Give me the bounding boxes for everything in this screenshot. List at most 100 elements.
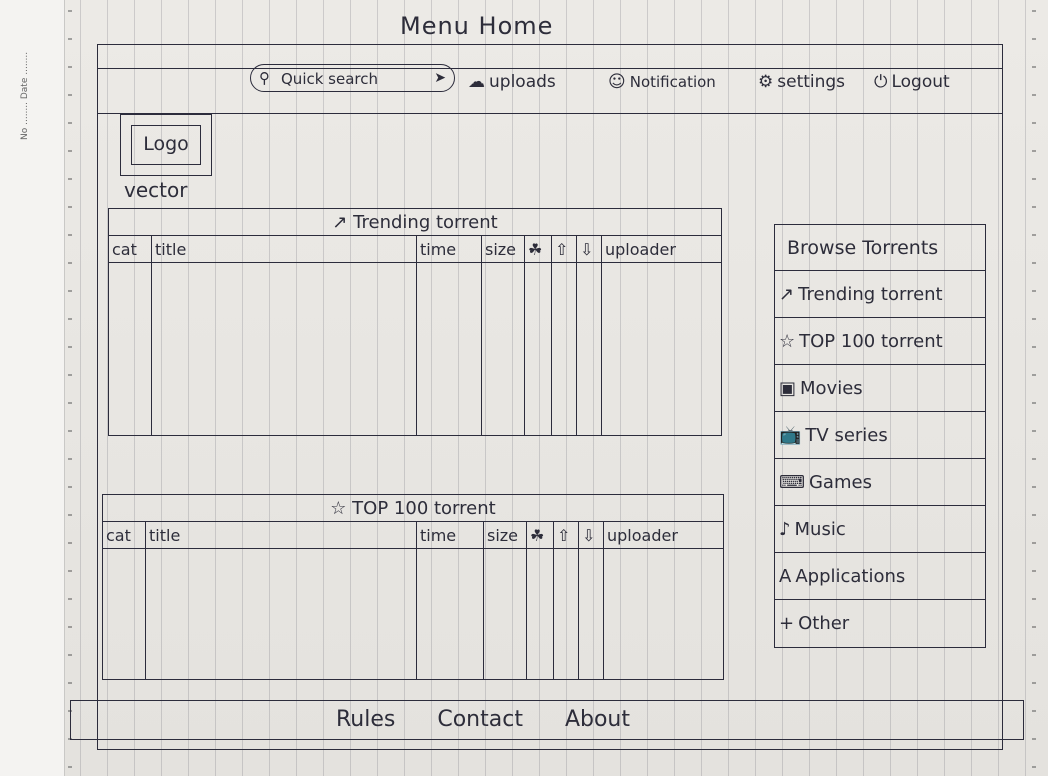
star-icon: ☆	[779, 330, 796, 352]
table-cell	[578, 548, 604, 680]
arrow-icon[interactable]: ➤	[434, 70, 446, 86]
col-uploader[interactable]: uploader	[603, 521, 724, 549]
paper-margin: No ........ Date ........	[0, 0, 65, 776]
col-cat[interactable]: cat	[102, 521, 146, 549]
date-label: Date	[20, 77, 30, 100]
footer-link-contact[interactable]: Contact	[437, 707, 523, 732]
trending-body-row	[108, 262, 722, 436]
col-time[interactable]: time	[416, 235, 482, 263]
sidebar-item-movies[interactable]: ▣ Movies	[775, 365, 985, 412]
sidebar-item-label: Trending torrent	[798, 283, 943, 305]
table-cell	[601, 262, 722, 436]
table-cell	[108, 262, 152, 436]
sidebar-item-label: Movies	[800, 377, 863, 399]
sidebar-item-games[interactable]: ⌨ Games	[775, 459, 985, 506]
search-input[interactable]: Quick search	[281, 70, 379, 88]
col-size[interactable]: size	[481, 235, 525, 263]
footer-link-about[interactable]: About	[564, 707, 630, 732]
arrow-up-icon[interactable]: ⇧	[553, 521, 579, 549]
logo-inner-frame	[131, 125, 201, 165]
star-icon: ☆	[330, 497, 347, 519]
seeders-icon[interactable]: ☘	[526, 521, 554, 549]
arrow-down-icon[interactable]: ⇩	[576, 235, 602, 263]
col-time[interactable]: time	[416, 521, 484, 549]
footer-link-rules[interactable]: Rules	[336, 707, 396, 732]
no-label: No	[20, 127, 30, 140]
search-icon: ⚲	[259, 69, 270, 87]
footer-links: Rules Contact About	[336, 707, 630, 732]
table-cell	[524, 262, 552, 436]
table-cell	[481, 262, 525, 436]
table-cell	[145, 548, 417, 680]
sidebar-item-label: TOP 100 torrent	[799, 330, 943, 352]
sidebar-item-trending[interactable]: ↗ Trending torrent	[775, 271, 985, 318]
arrow-up-icon[interactable]: ⇧	[551, 235, 577, 263]
sidebar-item-label: Applications	[795, 565, 906, 587]
sidebar-item-label: TV series	[805, 424, 888, 446]
settings-label: settings	[777, 72, 846, 92]
browse-sidebar: Browse Torrents ↗ Trending torrent ☆ TOP…	[774, 224, 986, 648]
table-cell	[151, 262, 417, 436]
table-cell	[603, 548, 724, 680]
footer: Rules Contact About	[70, 700, 1024, 740]
sidebar-item-label: Other	[798, 613, 850, 634]
sidebar-item-music[interactable]: ♪ Music	[775, 506, 985, 553]
sidebar-item-tv-series[interactable]: 📺 TV series	[775, 412, 985, 459]
trending-caption-text: Trending torrent	[353, 211, 498, 233]
table-cell	[553, 548, 579, 680]
col-title[interactable]: title	[145, 521, 417, 549]
table-cell	[102, 548, 146, 680]
film-icon: ▣	[779, 377, 797, 399]
sidebar-item-top100[interactable]: ☆ TOP 100 torrent	[775, 318, 985, 365]
sidebar-item-label: Music	[794, 518, 846, 540]
logout-link[interactable]: ⏻ Logout	[874, 72, 950, 92]
arrow-down-icon[interactable]: ⇩	[578, 521, 604, 549]
page-title: Menu Home	[400, 12, 554, 40]
col-uploader[interactable]: uploader	[601, 235, 722, 263]
binding-dots-left	[68, 10, 72, 770]
logout-label: Logout	[891, 72, 950, 92]
table-cell	[551, 262, 577, 436]
trending-icon: ↗	[779, 283, 795, 305]
settings-link[interactable]: ⚙ settings	[758, 72, 845, 92]
col-size[interactable]: size	[483, 521, 527, 549]
logo-label: Logo	[143, 133, 189, 155]
notification-link[interactable]: ☺ Notification	[608, 72, 716, 92]
power-icon: ⏻	[874, 72, 888, 92]
tv-icon: 📺	[779, 424, 802, 446]
trending-icon: ↗	[332, 211, 348, 233]
notification-label: Notification	[629, 73, 716, 91]
sidebar-item-applications[interactable]: A Applications	[775, 553, 985, 600]
col-title[interactable]: title	[151, 235, 417, 263]
top100-header-row: cat title time size ☘ ⇧ ⇩ uploader	[102, 521, 724, 549]
trending-header-row: cat title time size ☘ ⇧ ⇩ uploader	[108, 235, 722, 263]
top100-caption: ☆ TOP 100 torrent	[102, 494, 724, 522]
header-bar	[97, 68, 1003, 114]
quick-search[interactable]: ⚲ Quick search ➤	[250, 64, 455, 92]
sidebar-heading: Browse Torrents	[775, 225, 985, 271]
app-icon: A	[779, 565, 792, 587]
gear-icon: ⚙	[758, 72, 774, 92]
sidebar-item-label: Games	[808, 471, 872, 493]
seeders-icon[interactable]: ☘	[524, 235, 552, 263]
logo[interactable]: Logo	[120, 114, 212, 176]
music-icon: ♪	[779, 518, 791, 540]
page-frame	[97, 44, 1003, 750]
gamepad-icon: ⌨	[779, 471, 805, 493]
no-date-label: No ........ Date ........	[20, 51, 30, 140]
binding-dots-right	[1032, 10, 1036, 770]
logo-caption: vector	[124, 178, 188, 202]
uploads-link[interactable]: ☁ uploads	[468, 72, 556, 92]
top100-caption-text: TOP 100 torrent	[352, 497, 496, 519]
plus-icon: +	[779, 613, 795, 634]
table-cell	[526, 548, 554, 680]
top100-body-row	[102, 548, 724, 680]
col-cat[interactable]: cat	[108, 235, 152, 263]
uploads-label: uploads	[489, 72, 556, 92]
table-cell	[416, 548, 484, 680]
upload-cloud-icon: ☁	[468, 72, 485, 92]
trending-table: ↗ Trending torrent cat title time size ☘…	[108, 208, 722, 436]
sidebar-item-other[interactable]: + Other	[775, 600, 985, 647]
user-icon: ☺	[608, 72, 626, 92]
table-cell	[483, 548, 527, 680]
